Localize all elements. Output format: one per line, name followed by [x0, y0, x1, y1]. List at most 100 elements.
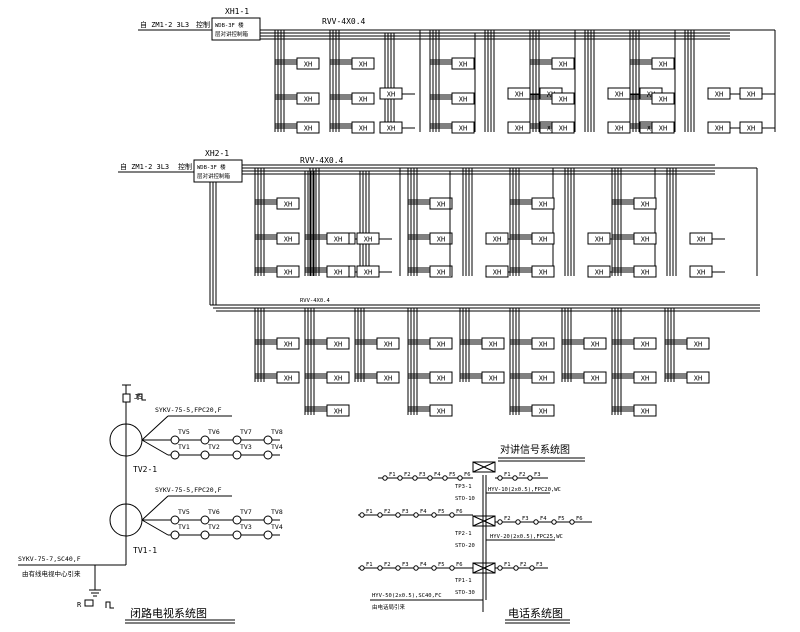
xh-block — [429, 29, 576, 132]
xh-unit-box — [376, 371, 400, 384]
intercom-system-title: 对讲信号系统图 — [500, 443, 570, 456]
xh-unit-box — [326, 371, 350, 384]
xh-unit-box — [379, 87, 403, 100]
phone-box-mid-label: TP2-1 — [455, 531, 472, 537]
xh-unit-box — [429, 265, 453, 278]
xh-unit-label: XH — [715, 125, 723, 133]
xh-unit-label: XH — [284, 341, 292, 349]
xh-unit-label: XH — [334, 341, 342, 349]
xh-unit-box — [351, 121, 375, 134]
xh-unit-box — [296, 121, 320, 134]
phone-cable-top: HYV-10(2x0.5),FPC20,WC — [488, 487, 561, 493]
xh-unit-box — [276, 197, 300, 210]
phone-outlet-label: F4 — [420, 509, 427, 515]
xh-unit-label: XH — [437, 408, 445, 416]
tv-system-title: 闭路电视系统图 — [130, 606, 207, 620]
tv-outlet-label: TV4 — [271, 523, 283, 531]
xh-unit-box — [651, 92, 675, 105]
xh-block — [561, 308, 584, 382]
xh2-cable-upper: RVV-4X0.4 — [300, 156, 344, 165]
xh-unit-label: XH — [659, 61, 667, 69]
xh-block — [254, 308, 277, 382]
xh-unit-label: XH — [539, 269, 547, 277]
tv-outlet — [232, 450, 242, 460]
xh2-unit-grid: XHXHXHXHXHXHXHXHXHXHXHXHXHXHXHXHXHXHXHXH… — [254, 167, 758, 278]
phone-outlet — [569, 519, 575, 525]
xh-unit-label: XH — [559, 96, 567, 104]
xh2-box-line2: 层对讲控制箱 — [197, 172, 231, 180]
tv-section — [18, 384, 280, 624]
xh-unit-label: XH — [387, 91, 395, 99]
phone-outlet — [395, 512, 401, 518]
tv-outlet-label: TV1 — [178, 523, 190, 531]
xh-unit-label: XH — [334, 236, 342, 244]
xh-unit-label: XH — [715, 91, 723, 99]
xh-unit-box — [686, 337, 710, 350]
xh-unit-label: XH — [437, 201, 445, 209]
phone-outlet-label: F1 — [504, 562, 511, 568]
tv-outlet-label: TV7 — [240, 428, 252, 436]
xh-unit-label: XH — [284, 269, 292, 277]
xh-unit-label: XH — [359, 61, 367, 69]
phone-outlet — [377, 512, 383, 518]
phone-incoming-note: 由电话局引来 — [372, 603, 406, 611]
xh-unit-label: XH — [641, 201, 649, 209]
xh2-lower-unit-grid: XHXHXHXHXHXHXHXHXHXHXHXHXHXHXHXHXHXHXHXH… — [254, 308, 710, 417]
phone-box-mid — [472, 515, 496, 527]
xh-unit-label: XH — [437, 236, 445, 244]
xh-unit-box — [451, 92, 475, 105]
xh-unit-box — [739, 121, 763, 134]
phone-outlet-label: F2 — [520, 562, 527, 568]
tv-outlet-label: TV2 — [208, 523, 220, 531]
tv-outlet-label: TV5 — [178, 428, 190, 436]
xh-unit-label: XH — [615, 125, 623, 133]
xh1-feed-side: 控制 — [196, 20, 210, 29]
xh-unit-box — [707, 121, 731, 134]
xh-unit-label: XH — [694, 341, 702, 349]
xh-block — [611, 308, 634, 415]
xh-unit-box — [429, 371, 453, 384]
xh-unit-label: XH — [539, 201, 547, 209]
phone-outlet — [427, 475, 433, 481]
xh2-panel-id: XH2-1 — [205, 149, 229, 158]
xh-unit-label: XH — [304, 61, 312, 69]
phone-outlet-label: F2 — [519, 472, 526, 478]
xh-unit-box — [296, 57, 320, 70]
tv-outlet — [170, 435, 180, 445]
xh-unit-box — [633, 232, 657, 245]
xh-unit-label: XH — [659, 125, 667, 133]
xh-unit-label: XH — [489, 341, 497, 349]
xh-unit-box — [296, 92, 320, 105]
phone-outlet — [497, 565, 503, 571]
xh-unit-label: XH — [591, 375, 599, 383]
tv-outlet — [200, 530, 210, 540]
phone-outlet — [497, 519, 503, 525]
phone-outlet — [529, 565, 535, 571]
xh-unit-box — [551, 121, 575, 134]
xh-unit-label: XH — [359, 125, 367, 133]
xh-unit-label: XH — [694, 375, 702, 383]
xh-unit-box — [276, 337, 300, 350]
phone-outlet — [382, 475, 388, 481]
phone-outlet-label: F6 — [456, 509, 463, 515]
xh1-cable-label: RVV-4X0.4 — [322, 17, 366, 26]
tv-outlet-label: TV5 — [178, 508, 190, 516]
xh-unit-box — [583, 337, 607, 350]
xh-unit-label: XH — [641, 236, 649, 244]
xh-unit-box — [633, 404, 657, 417]
xh-block — [459, 308, 482, 382]
xh-unit-box — [587, 265, 611, 278]
xh-unit-box — [326, 232, 350, 245]
tv-outlet — [263, 515, 273, 525]
xh-unit-label: XH — [334, 375, 342, 383]
xh-unit-label: XH — [539, 375, 547, 383]
phone-outlet-label: F2 — [504, 516, 511, 522]
tv-outlet — [263, 450, 273, 460]
tv-outlet — [170, 450, 180, 460]
xh-block — [509, 308, 532, 415]
tv-outlet-label: TV6 — [208, 428, 220, 436]
tv-outlet-label: TV2 — [208, 443, 220, 451]
tv-amp-lower-label: TV1-1 — [133, 546, 157, 555]
tv-trunk-note: 由有线电视中心引来 — [22, 569, 81, 578]
